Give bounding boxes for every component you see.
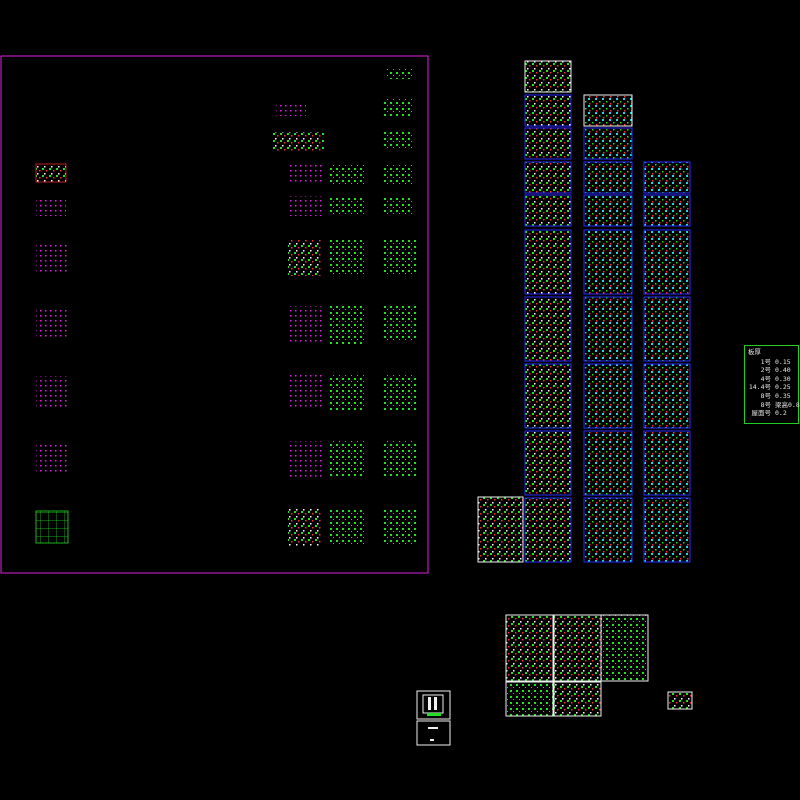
bottom-sheet-group [505, 614, 693, 717]
sheet-column-c [643, 161, 691, 563]
plan-thumbnail [36, 242, 68, 274]
left-plans-column [35, 163, 69, 544]
cover-sheets [416, 690, 451, 746]
plan-thumbnail [36, 198, 66, 216]
plan-thumbnail [36, 376, 68, 408]
sheet-column-b [583, 94, 633, 563]
sheet-right-columns [272, 69, 416, 546]
plan-thumbnail [36, 164, 66, 182]
legend-row: 8号梁高0.8 [760, 400, 800, 409]
plan-thumbnail [36, 308, 68, 340]
plan-thumbnail [36, 442, 68, 474]
legend-title: 板厚 [748, 348, 761, 356]
sheet-frame-magenta [0, 55, 429, 574]
sheet-column-a [477, 60, 572, 563]
plan-thumbnail [36, 511, 68, 543]
